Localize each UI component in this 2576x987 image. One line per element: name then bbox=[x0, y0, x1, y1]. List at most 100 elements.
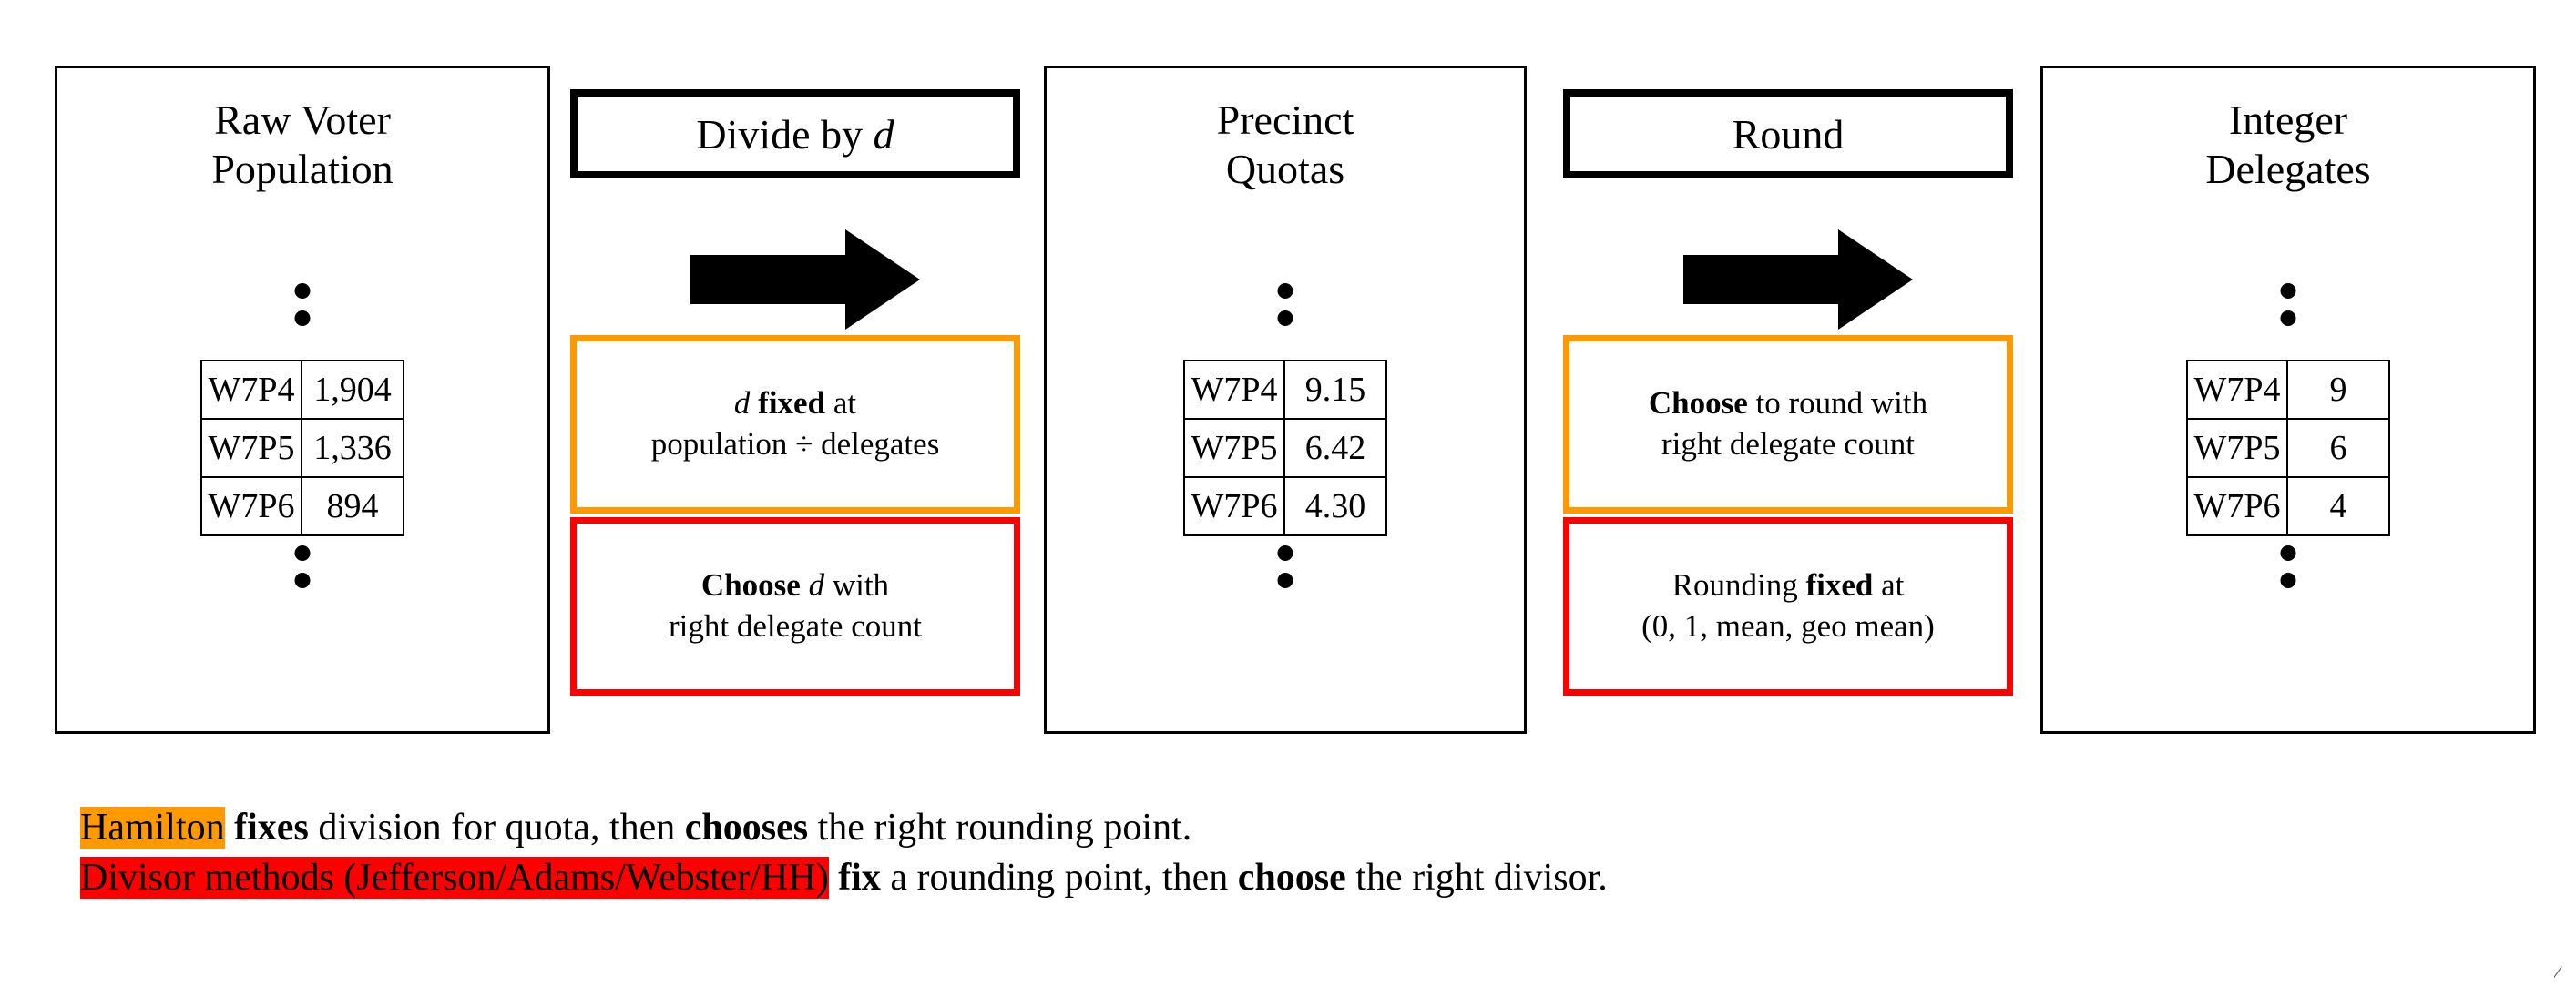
table-cell-value: 4.30 bbox=[1283, 476, 1387, 536]
table-cell-key: W7P5 bbox=[2186, 418, 2288, 478]
table-cell-value: 1,904 bbox=[301, 360, 404, 420]
note-red-round-line2: (0, 1, mean, geo mean) bbox=[1641, 608, 1935, 644]
caption-highlight-hamilton: Hamilton bbox=[80, 807, 225, 849]
table-cell-key: W7P4 bbox=[200, 360, 302, 420]
operation-label-round: Round bbox=[1733, 110, 1845, 158]
table-row: W7P4 9 bbox=[2186, 360, 2390, 420]
note-red-round-line1: Rounding fixed at bbox=[1672, 565, 1905, 606]
caption-emphasis: choose bbox=[1237, 856, 1346, 899]
table-cell-value: 6.42 bbox=[1283, 418, 1387, 478]
table-row: W7P6 894 bbox=[200, 476, 404, 536]
operation-label-variable: d bbox=[873, 110, 894, 158]
caption-emphasis: fixes bbox=[234, 807, 309, 849]
vertical-ellipsis-icon bbox=[294, 545, 311, 588]
table-row: W7P5 6.42 bbox=[1183, 418, 1387, 478]
note-orange-round-line1: Choose to round with bbox=[1649, 383, 1927, 424]
table-raw-voter-population: W7P4 1,904 W7P5 1,336 W7P6 894 bbox=[200, 360, 404, 536]
panel-title-precinct-quotas: Precinct Quotas bbox=[1216, 97, 1354, 193]
note-orange-round-line2: right delegate count bbox=[1661, 426, 1915, 462]
note-variable: d bbox=[808, 567, 825, 604]
table-cell-key: W7P6 bbox=[200, 476, 302, 536]
panel-integer-delegates: Integer Delegates W7P4 9 W7P5 6 W7P6 4 bbox=[2040, 66, 2536, 734]
table-cell-key: W7P5 bbox=[200, 418, 302, 478]
caption-block: Hamilton fixes division for quota, then … bbox=[80, 803, 1608, 902]
table-precinct-quotas: W7P4 9.15 W7P5 6.42 W7P6 4.30 bbox=[1183, 360, 1387, 536]
note-orange-divide-line2: population ÷ delegates bbox=[650, 426, 940, 462]
dot-icon bbox=[1277, 573, 1293, 588]
note-orange-divide: d fixed at population ÷ delegates bbox=[570, 335, 1020, 514]
page-corner-mark: ⁄ bbox=[2554, 963, 2559, 987]
panel-title-integer-delegates: Integer Delegates bbox=[2205, 97, 2371, 193]
caption-text: the right rounding point. bbox=[808, 807, 1192, 849]
note-red-divide-line1: Choose d with bbox=[701, 565, 889, 606]
table-row: W7P5 1,336 bbox=[200, 418, 404, 478]
caption-emphasis: fix bbox=[838, 856, 881, 899]
arrow-right-icon bbox=[690, 229, 920, 330]
panel-precinct-quotas: Precinct Quotas W7P4 9.15 W7P5 6.42 W7P6… bbox=[1044, 66, 1527, 734]
operation-label-divide-by-d: Divide by d bbox=[696, 110, 894, 158]
note-red-round: Rounding fixed at (0, 1, mean, geo mean) bbox=[1563, 517, 2013, 696]
table-row: W7P6 4 bbox=[2186, 476, 2390, 536]
dot-icon bbox=[1277, 283, 1293, 299]
dot-icon bbox=[294, 283, 311, 299]
note-emphasis: fixed bbox=[1805, 567, 1874, 604]
note-emphasis: fixed bbox=[758, 385, 826, 422]
dot-icon bbox=[2280, 573, 2296, 588]
note-red-divide-line2: right delegate count bbox=[669, 608, 922, 644]
caption-emphasis: chooses bbox=[684, 807, 809, 849]
dot-icon bbox=[294, 545, 311, 561]
operation-box-divide-by-d: Divide by d bbox=[570, 89, 1020, 178]
vertical-ellipsis-icon bbox=[294, 283, 311, 326]
caption-line-divisor: Divisor methods (Jefferson/Adams/Webster… bbox=[80, 853, 1608, 903]
operation-box-round: Round bbox=[1563, 89, 2013, 178]
note-text: Rounding bbox=[1671, 567, 1798, 604]
table-cell-value: 9.15 bbox=[1283, 360, 1387, 420]
operation-label-prefix: Round bbox=[1732, 110, 1845, 158]
table-row: W7P5 6 bbox=[2186, 418, 2390, 478]
vertical-ellipsis-icon bbox=[2280, 545, 2296, 588]
dot-icon bbox=[1277, 310, 1293, 326]
caption-highlight-divisor-methods: Divisor methods (Jefferson/Adams/Webster… bbox=[80, 856, 829, 899]
table-row: W7P6 4.30 bbox=[1183, 476, 1387, 536]
dot-icon bbox=[2280, 283, 2296, 299]
table-row: W7P4 9.15 bbox=[1183, 360, 1387, 420]
dot-icon bbox=[2280, 310, 2296, 326]
table-cell-key: W7P6 bbox=[2186, 476, 2288, 536]
table-cell-value: 4 bbox=[2286, 476, 2390, 536]
note-emphasis: Choose bbox=[700, 567, 801, 604]
note-red-divide: Choose d with right delegate count bbox=[570, 517, 1020, 696]
note-text: at bbox=[1881, 567, 1905, 604]
note-emphasis: Choose bbox=[1648, 385, 1748, 422]
dot-icon bbox=[1277, 545, 1293, 561]
table-row: W7P4 1,904 bbox=[200, 360, 404, 420]
operation-label-prefix: Divide by bbox=[696, 110, 874, 158]
arrow-right-icon bbox=[1683, 229, 1913, 330]
table-cell-key: W7P6 bbox=[1183, 476, 1285, 536]
caption-text: the right divisor. bbox=[1345, 856, 1608, 899]
table-cell-value: 6 bbox=[2286, 418, 2390, 478]
table-cell-value: 1,336 bbox=[301, 418, 404, 478]
table-cell-key: W7P5 bbox=[1183, 418, 1285, 478]
note-orange-divide-line1: d fixed at bbox=[734, 383, 856, 424]
table-cell-value: 894 bbox=[301, 476, 404, 536]
panel-raw-voter-population: Raw Voter Population W7P4 1,904 W7P5 1,3… bbox=[55, 66, 550, 734]
table-integer-delegates: W7P4 9 W7P5 6 W7P6 4 bbox=[2186, 360, 2390, 536]
caption-line-hamilton: Hamilton fixes division for quota, then … bbox=[80, 803, 1608, 853]
vertical-ellipsis-icon bbox=[1277, 283, 1293, 326]
note-text: with bbox=[832, 567, 890, 604]
vertical-ellipsis-icon bbox=[1277, 545, 1293, 588]
caption-text: division for quota, then bbox=[308, 807, 685, 849]
table-cell-value: 9 bbox=[2286, 360, 2390, 420]
note-variable: d bbox=[733, 385, 751, 422]
table-cell-key: W7P4 bbox=[1183, 360, 1285, 420]
note-text: at bbox=[833, 385, 857, 422]
note-text: to round with bbox=[1755, 385, 1928, 422]
dot-icon bbox=[294, 573, 311, 588]
vertical-ellipsis-icon bbox=[2280, 283, 2296, 326]
dot-icon bbox=[294, 310, 311, 326]
caption-text: a rounding point, then bbox=[880, 856, 1238, 899]
panel-title-raw-voter-population: Raw Voter Population bbox=[211, 97, 394, 193]
table-cell-key: W7P4 bbox=[2186, 360, 2288, 420]
dot-icon bbox=[2280, 545, 2296, 561]
note-orange-round: Choose to round with right delegate coun… bbox=[1563, 335, 2013, 514]
